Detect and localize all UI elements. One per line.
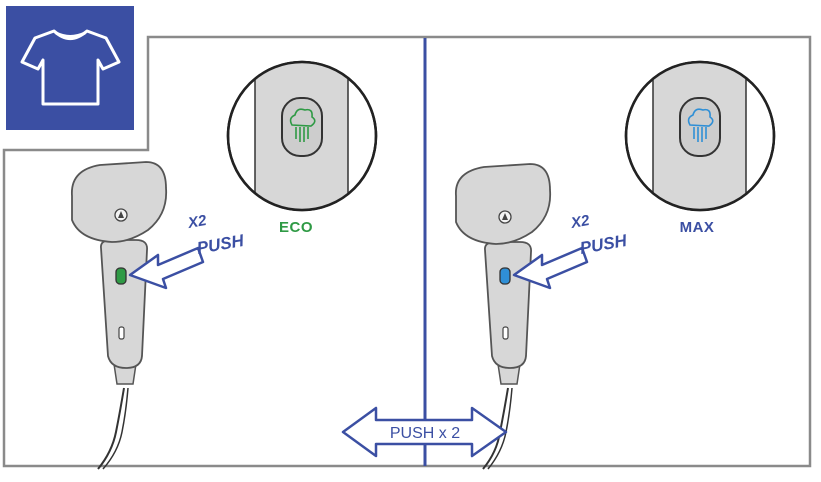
- panel-frame: [2, 35, 812, 468]
- push-arrow-eco: [128, 246, 205, 290]
- panel-max: MAX X2 PUSH: [455, 60, 776, 470]
- push-count-eco: X2: [186, 212, 209, 232]
- push-count-max: X2: [569, 212, 592, 232]
- mode-switch-arrow: PUSH x 2: [341, 406, 508, 458]
- zoom-circle-max: [624, 60, 776, 212]
- mode-button-max[interactable]: [499, 267, 511, 285]
- steam-icon-blue: [687, 108, 714, 142]
- header-badge: [6, 6, 134, 130]
- zoom-circle-eco: [226, 60, 378, 212]
- power-cord: [97, 387, 125, 470]
- steamer-head: [455, 163, 552, 245]
- switch-label: PUSH x 2: [390, 425, 460, 442]
- double-arrow-icon: [341, 406, 508, 458]
- mode-label-max: MAX: [680, 219, 715, 236]
- push-arrow-max: [512, 246, 589, 290]
- steamer-handle: [100, 239, 148, 369]
- steamer-head: [71, 161, 168, 243]
- mode-button-eco[interactable]: [115, 267, 127, 285]
- steam-icon-green: [289, 108, 316, 142]
- steamer-handle: [484, 241, 532, 369]
- tshirt-icon: [20, 29, 121, 106]
- header-tile: [6, 6, 134, 130]
- panel-eco: ECO X2 PUSH: [71, 60, 378, 470]
- mode-label-eco: ECO: [279, 219, 313, 236]
